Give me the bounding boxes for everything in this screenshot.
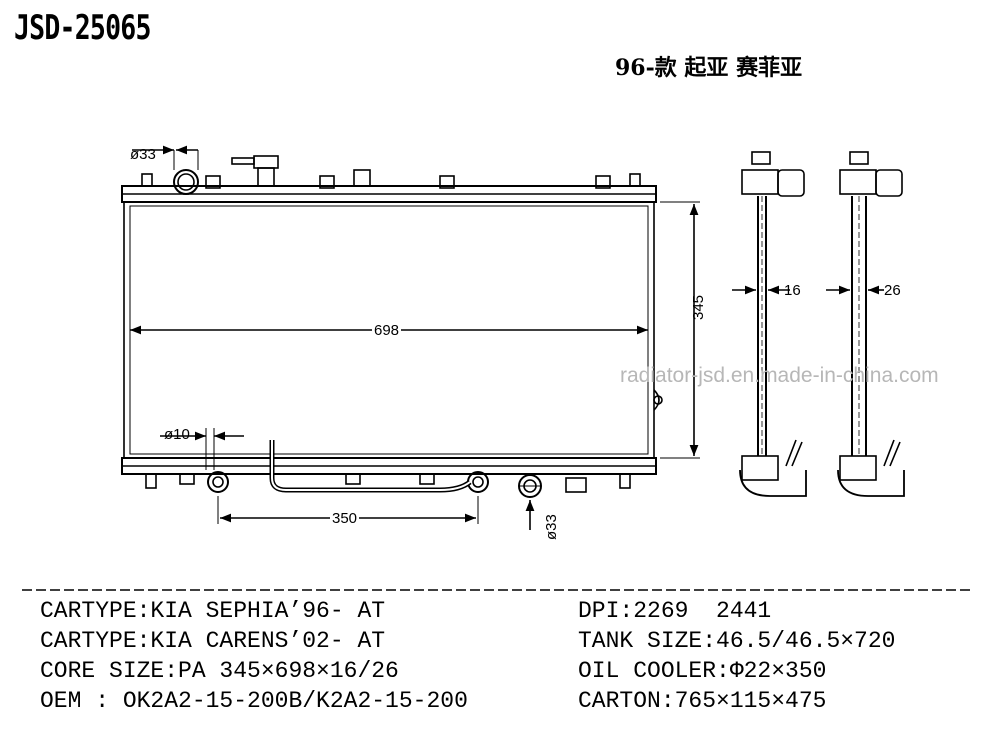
- spec-cartype-1: CARTYPE:KIA SEPHIA’96- AT: [40, 598, 386, 624]
- spec-dpi: DPI:2269 2441: [578, 598, 772, 624]
- watermark: radiator-jsd.en.made-in-china.com: [620, 364, 939, 387]
- spec-carton: CARTON:765×115×475: [578, 688, 827, 714]
- model-subtitle: 96-款 起亚 赛菲亚: [615, 55, 803, 81]
- part-code: JSD-25065: [14, 8, 151, 48]
- spec-cartype-2: CARTYPE:KIA CARENS’02- AT: [40, 628, 386, 654]
- dim-core-thin: 16: [784, 282, 801, 299]
- dim-top-inlet: ø33: [130, 146, 156, 163]
- front-view: [121, 145, 700, 530]
- spec-oil-cooler: OIL COOLER:Φ22×350: [578, 658, 827, 684]
- dim-core-thick: 26: [884, 282, 901, 299]
- dim-bottom-outlet: ø33: [543, 514, 560, 540]
- spec-core-size: CORE SIZE:PA 345×698×16/26: [40, 658, 399, 684]
- dim-width: 698: [372, 322, 402, 339]
- spec-tank-size: TANK SIZE:46.5/46.5×720: [578, 628, 896, 654]
- dim-oil-pipe: ø10: [164, 426, 190, 443]
- side-view-16: [732, 151, 807, 497]
- side-view-26: [826, 151, 905, 497]
- dim-oil-cooler-length: 350: [330, 510, 360, 527]
- dim-height: 345: [690, 294, 707, 320]
- spec-oem: OEM : OK2A2-15-200B/K2A2-15-200: [40, 688, 468, 714]
